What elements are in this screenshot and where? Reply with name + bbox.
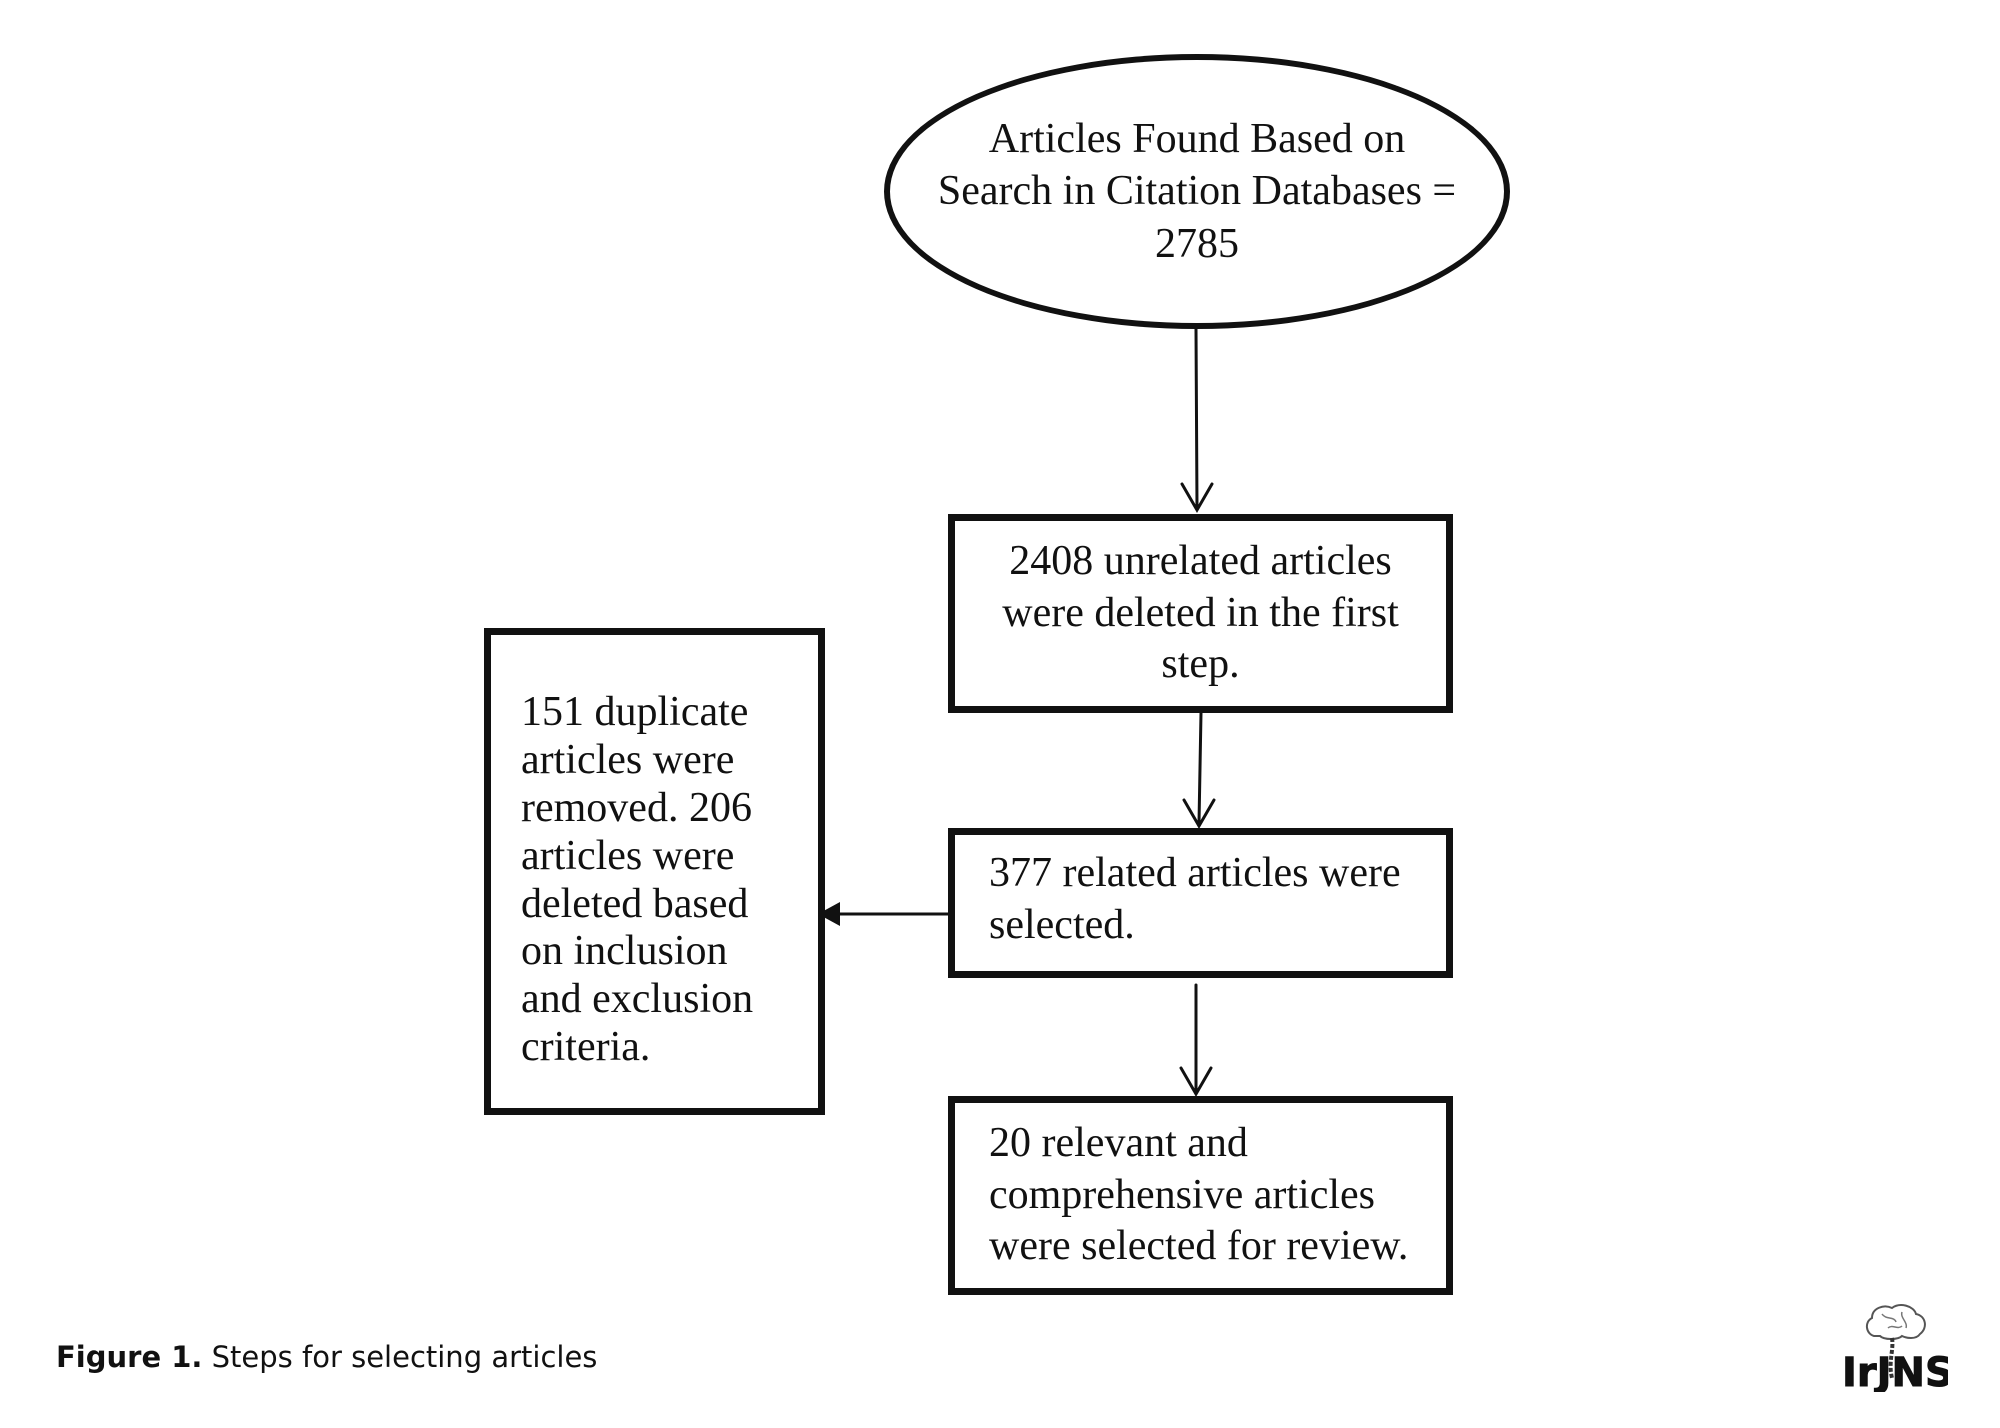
arrow-step1-to-related [1197, 711, 1203, 825]
arrowhead-related [1182, 798, 1216, 830]
node-relevant-selected: 20 relevant and comprehensive articles w… [948, 1096, 1453, 1295]
node-articles-found: Articles Found Based on Search in Citati… [884, 54, 1510, 329]
journal-logo: IrJNS [1842, 1304, 1948, 1392]
arrowhead-removed [818, 902, 840, 926]
node-unrelated-deleted: 2408 unrelated articles were deleted in … [948, 514, 1453, 713]
figure-caption-label: Figure 1. [56, 1340, 203, 1374]
arrow-start-to-step1 [1194, 327, 1199, 510]
arrowhead-final [1179, 1066, 1213, 1098]
brain-icon [1866, 1304, 1926, 1340]
node-articles-found-text: Articles Found Based on Search in Citati… [937, 115, 1457, 267]
logo-text: IrJNS [1842, 1350, 1948, 1392]
node-duplicates-removed-text: 151 duplicate articles were removed. 206… [521, 689, 754, 1071]
node-relevant-selected-text: 20 relevant and comprehensive articles w… [989, 1120, 1409, 1270]
node-related-selected: 377 related articles were selected. [948, 828, 1453, 978]
node-related-selected-text: 377 related articles were selected. [989, 850, 1401, 948]
figure-caption-text: Steps for selecting articles [211, 1340, 598, 1374]
node-unrelated-deleted-text: 2408 unrelated articles were deleted in … [1002, 538, 1399, 688]
node-duplicates-removed: 151 duplicate articles were removed. 206… [484, 628, 825, 1115]
spine-icon [1888, 1337, 1895, 1379]
arrowhead-step1 [1180, 482, 1214, 514]
figure-caption: Figure 1. Steps for selecting articles [56, 1340, 597, 1374]
